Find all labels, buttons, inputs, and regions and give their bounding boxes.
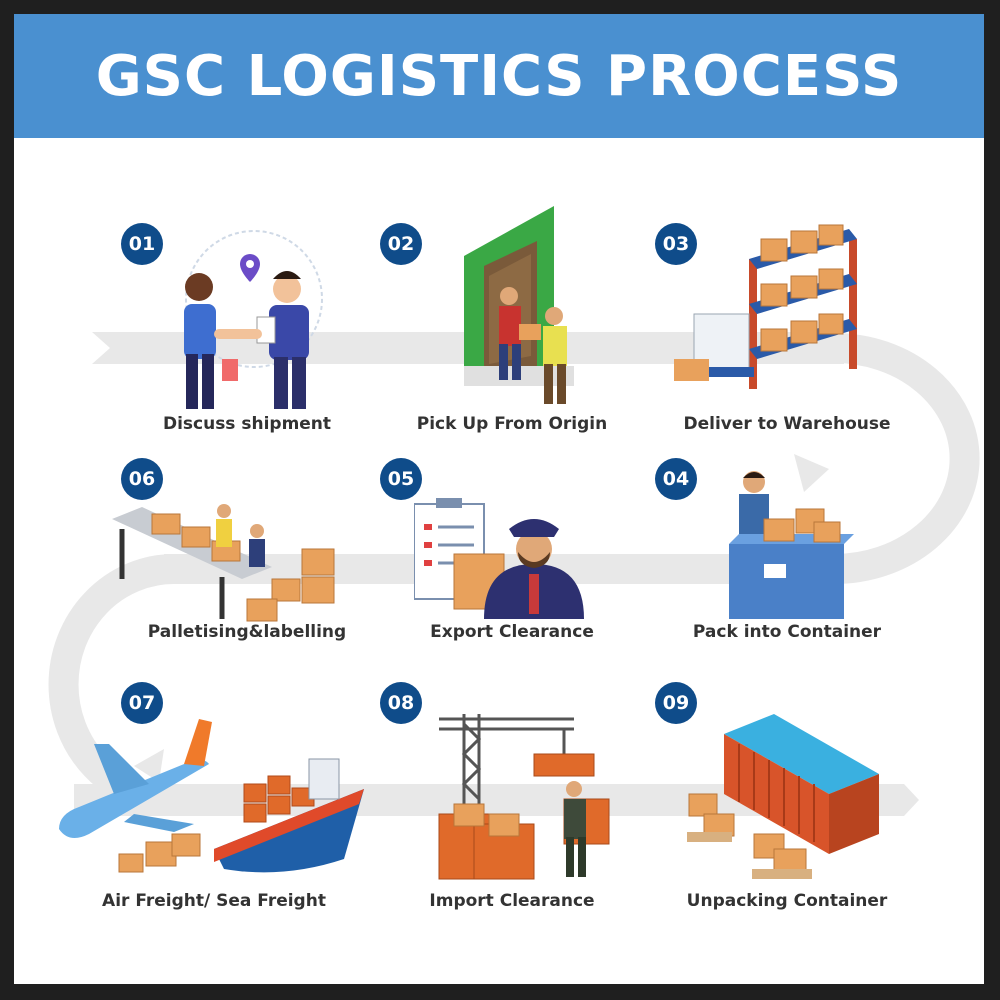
pickup-icon (464, 206, 574, 404)
step-07-label: Air Freight/ Sea Freight (102, 891, 326, 911)
step-03-badge: 03 (655, 223, 697, 265)
step-06-label: Palletising&labelling (147, 622, 347, 642)
container-icon (687, 714, 879, 879)
step-03-label: Deliver to Warehouse (683, 414, 891, 434)
header-bar: GSC LOGISTICS PROCESS (14, 14, 984, 138)
step-04-badge: 04 (655, 458, 697, 500)
step-07-badge: 07 (121, 682, 163, 724)
step-02-badge: 02 (380, 223, 422, 265)
step-05-badge: 05 (380, 458, 422, 500)
step-09-label: Unpacking Container (686, 891, 888, 911)
page-title: GSC LOGISTICS PROCESS (95, 43, 903, 109)
conveyor-icon (112, 504, 335, 622)
infographic-frame: GSC LOGISTICS PROCESS 01 Discuss shipmen… (14, 14, 984, 984)
step-04-label: Pack into Container (692, 622, 882, 642)
step-01-label: Discuss shipment (162, 414, 332, 434)
step-09-badge: 09 (655, 682, 697, 724)
step-08-badge: 08 (380, 682, 422, 724)
step-05-label: Export Clearance (430, 622, 594, 642)
crane-icon (438, 714, 610, 880)
packing-worker-icon (729, 471, 854, 619)
step-06-badge: 06 (121, 458, 163, 500)
step-02-label: Pick Up From Origin (416, 414, 608, 434)
meeting-icon (184, 230, 323, 409)
step-08-label: Import Clearance (429, 891, 595, 911)
plane-ship-icon (59, 719, 364, 873)
customs-officer-icon (414, 498, 584, 619)
step-01-badge: 01 (121, 223, 163, 265)
warehouse-shelf-icon (674, 224, 857, 389)
